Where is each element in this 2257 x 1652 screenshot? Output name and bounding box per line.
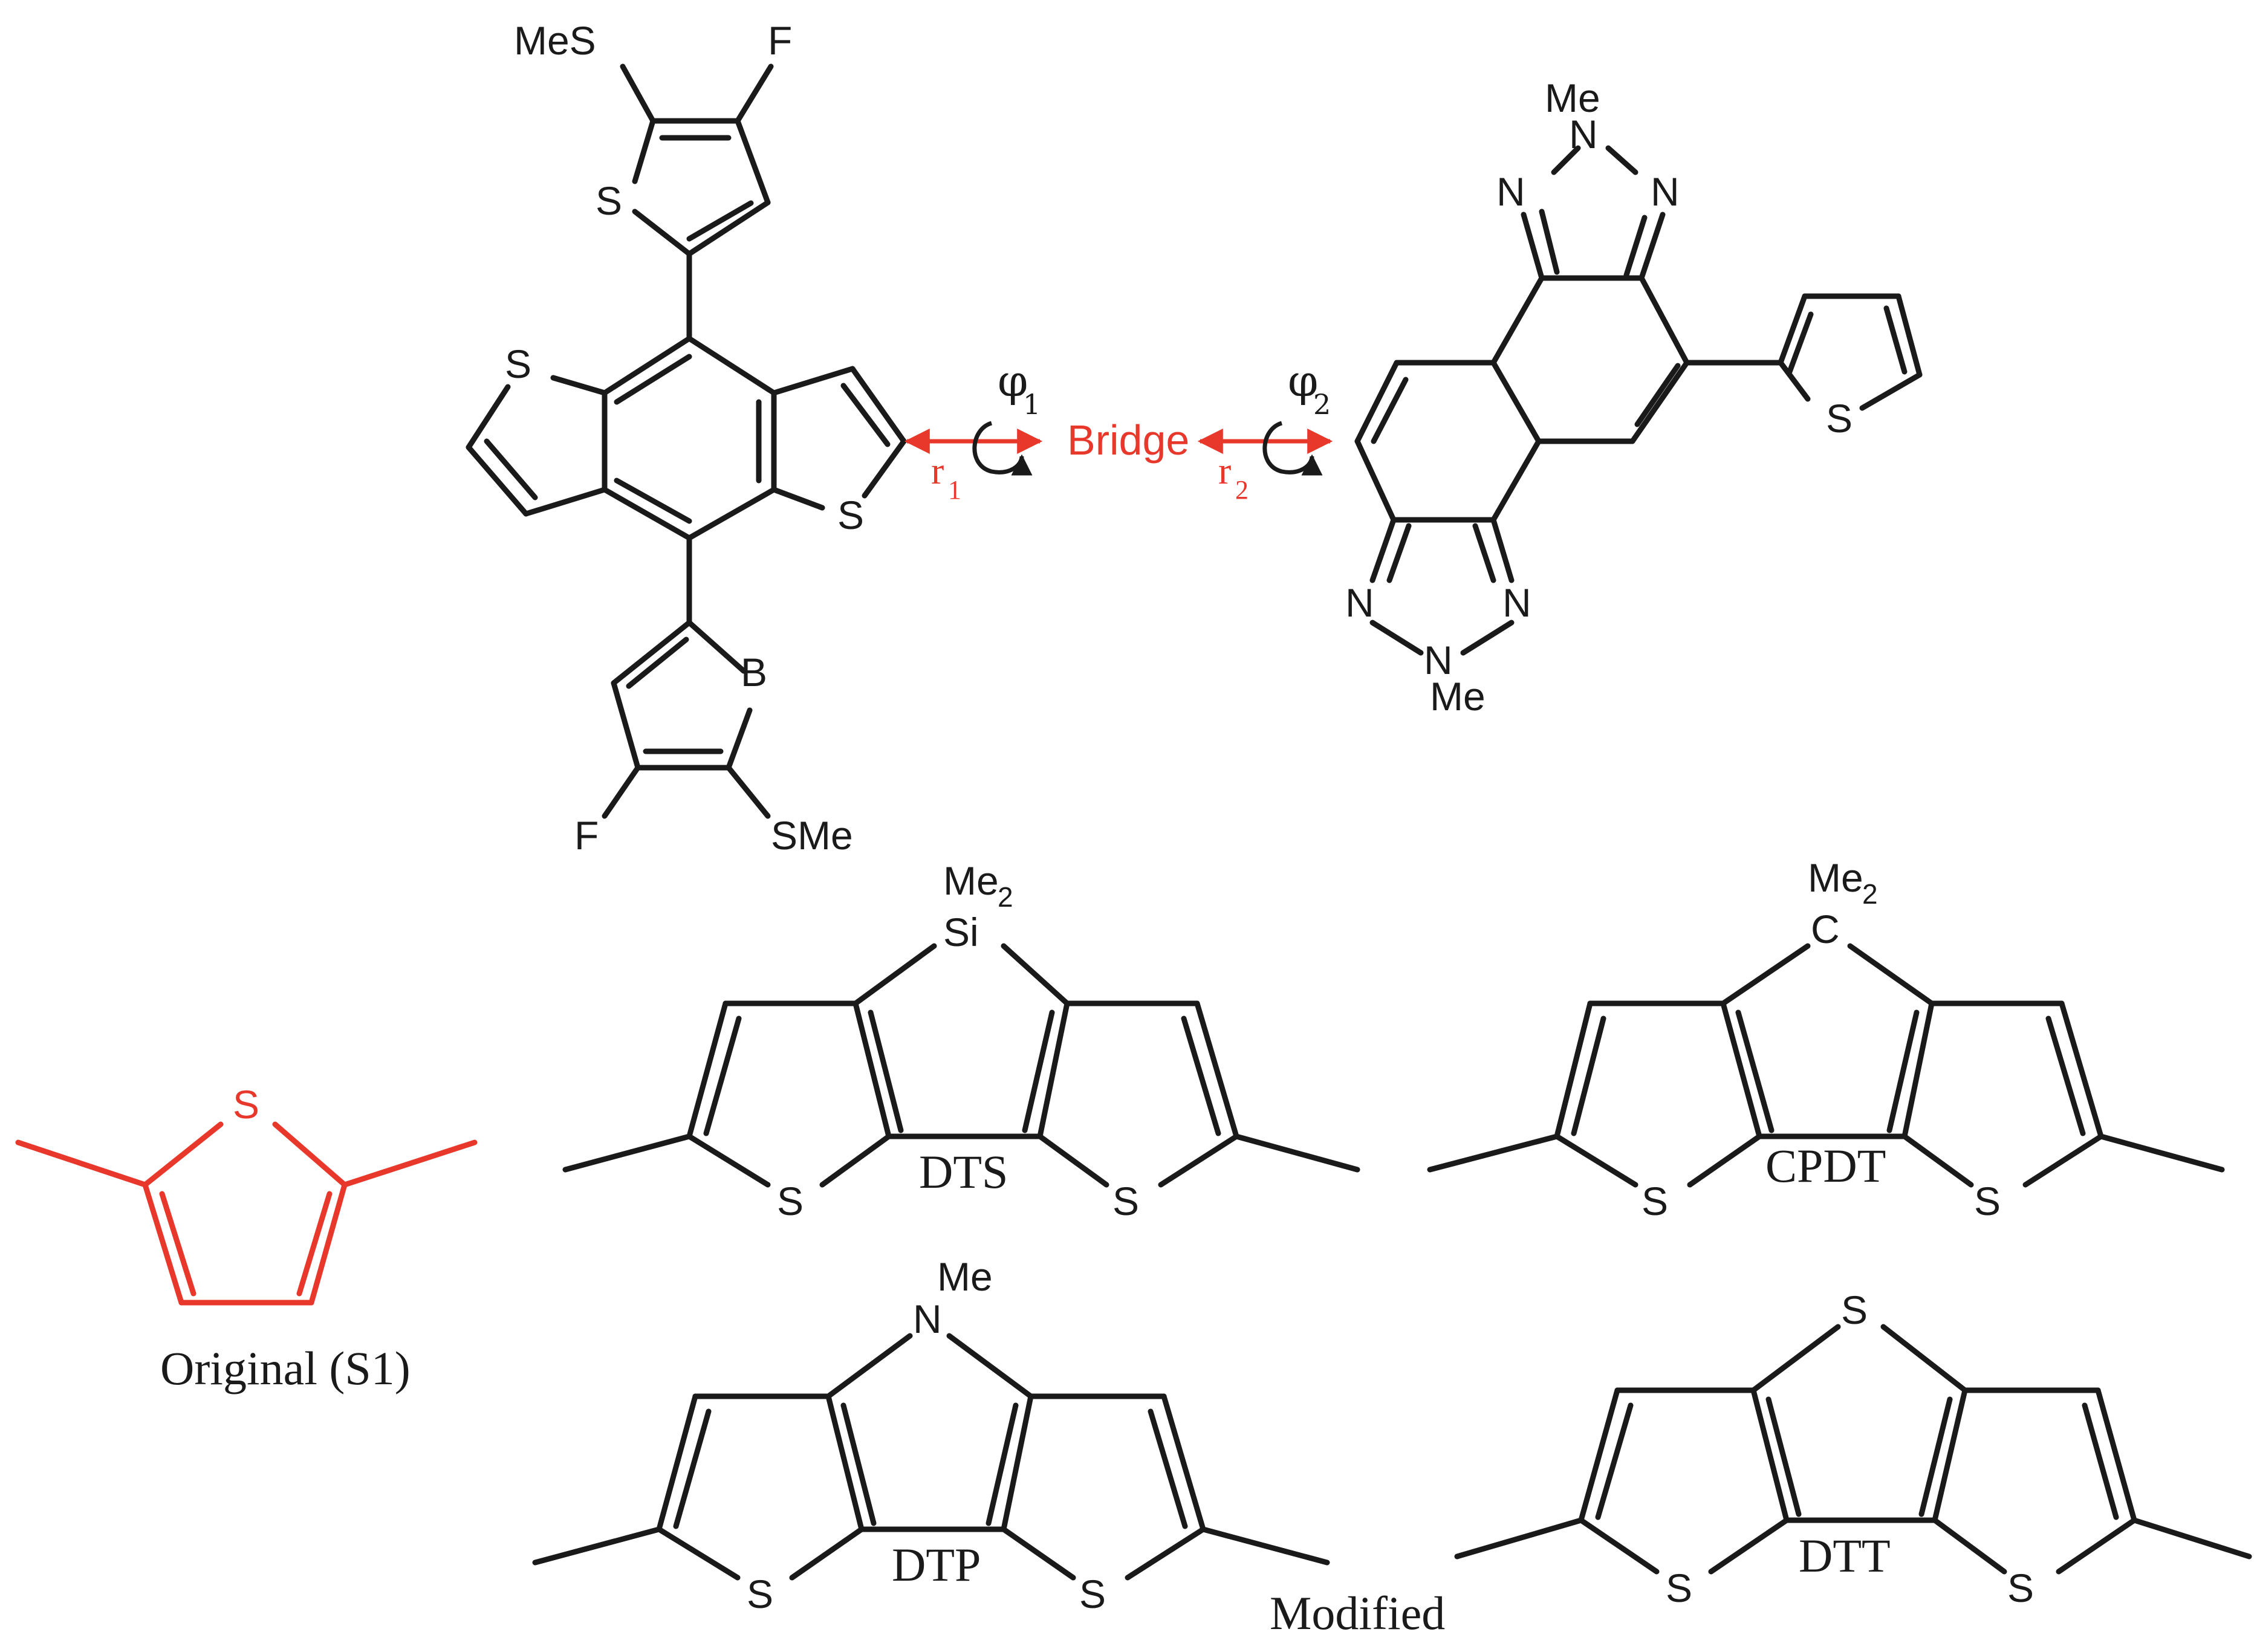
dts-bridge-atom: Si (943, 910, 979, 954)
dts-structure: Me 2 Si S S DTS (562, 858, 1360, 1223)
bdt-core: S S (466, 335, 907, 626)
r2-subscript: 2 (1235, 475, 1249, 505)
top-thiophene-s-label: S (596, 178, 622, 223)
acceptor-top-n-center: N (1569, 112, 1598, 157)
dtp-left-s: S (747, 1572, 773, 1616)
bottom-sme-label: SMe (771, 813, 853, 858)
modified-caption: Modified (1270, 1587, 1445, 1639)
acceptor-top-n-right: N (1651, 169, 1680, 214)
dts-substituent-subscript: 2 (998, 881, 1013, 913)
cpdt-bridge-atom: C (1811, 907, 1840, 951)
r1-label: r (931, 449, 944, 492)
dtp-bridge-atom: N (913, 1297, 942, 1341)
dtp-structure: Me N S S DTP (532, 1254, 1330, 1616)
acceptor-top-methyl: Me (1545, 76, 1600, 120)
acceptor-bottom-n-center: N (1424, 638, 1453, 682)
acceptor-unit: Me N N N S N N N Me (1345, 76, 1923, 719)
acceptor-bottom-methyl: Me (1430, 674, 1486, 719)
phi2-subscript: 2 (1313, 388, 1331, 421)
cpdt-label: CPDT (1765, 1139, 1886, 1192)
dtp-label: DTP (892, 1538, 981, 1591)
acceptor-thiophene-s: S (1826, 396, 1853, 441)
cpdt-structure: Me 2 C S S CPDT (1427, 855, 2225, 1223)
core-right-s-label: S (837, 493, 864, 537)
cpdt-left-s: S (1642, 1179, 1668, 1223)
donor-unit: MeS F S S (466, 18, 907, 858)
dtt-left-s: S (1666, 1566, 1692, 1610)
top-thiophene: MeS F S (514, 18, 792, 342)
bridge-label: Bridge (1067, 416, 1189, 464)
phi1-subscript: 1 (1023, 388, 1041, 421)
phi2-label: φ (1288, 355, 1318, 406)
core-left-s-label: S (505, 342, 531, 386)
dtt-label: DTT (1799, 1529, 1891, 1582)
dtp-right-s: S (1079, 1572, 1106, 1616)
bottom-boron-ring: B F SMe (574, 620, 853, 858)
bridge-linkage: Bridge φ 1 φ 2 r 1 r 2 (904, 355, 1333, 505)
cpdt-substituent-subscript: 2 (1862, 878, 1878, 910)
top-f-label: F (768, 18, 792, 63)
acceptor-bottom-n-left: N (1345, 580, 1374, 625)
acceptor-bottom-n-right: N (1502, 580, 1531, 625)
dts-substituent: Me (943, 858, 999, 903)
r1-subscript: 1 (948, 475, 961, 505)
dts-label: DTS (919, 1145, 1008, 1198)
dtt-right-s: S (2007, 1566, 2034, 1610)
original-thiophene: S Original (S1) (15, 1082, 478, 1394)
cpdt-right-s: S (1974, 1179, 2001, 1223)
dtp-substituent: Me (937, 1254, 993, 1299)
phi1-label: φ (998, 355, 1028, 406)
boron-label: B (741, 650, 767, 695)
dts-left-s: S (777, 1179, 804, 1223)
acceptor-top-n-left: N (1496, 169, 1525, 214)
dtt-structure: S S S DTT (1454, 1288, 2252, 1610)
top-mes-label: MeS (514, 18, 596, 63)
bottom-f-label: F (574, 813, 599, 858)
dtt-bridge-atom: S (1841, 1288, 1868, 1332)
cpdt-substituent: Me (1808, 855, 1863, 900)
dts-right-s: S (1112, 1179, 1139, 1223)
r2-label: r (1218, 449, 1231, 492)
original-s-label: S (233, 1082, 259, 1127)
original-caption: Original (S1) (160, 1342, 411, 1394)
